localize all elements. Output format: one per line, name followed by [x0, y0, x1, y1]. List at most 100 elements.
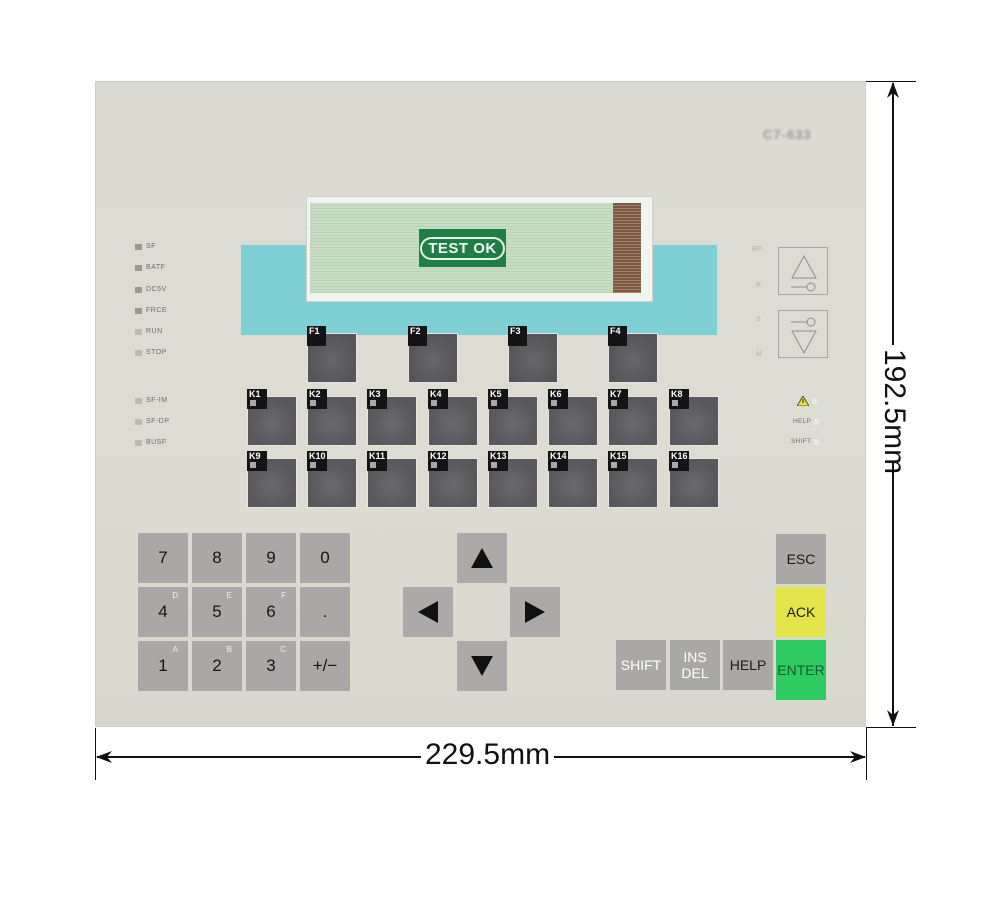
arrow-up-icon: [471, 548, 493, 568]
led-icon: [431, 400, 437, 406]
k4-key[interactable]: K4: [428, 389, 478, 446]
led-icon: [672, 400, 678, 406]
led-icon: [370, 462, 376, 468]
lcd-ribbon-connector: [613, 203, 641, 293]
key-9[interactable]: 9: [246, 533, 296, 583]
led-icon: [135, 397, 142, 404]
arrow-left-icon: [418, 601, 438, 623]
led-batf: BATF: [135, 264, 165, 271]
mode-label-r: R: [756, 282, 762, 289]
k9-key[interactable]: K9: [247, 451, 297, 508]
k16-key[interactable]: K16: [669, 451, 719, 508]
f1-key[interactable]: F1: [307, 326, 357, 383]
k12-key[interactable]: K12: [428, 451, 478, 508]
k14-key[interactable]: K14: [548, 451, 598, 508]
width-dimension-label: 229.5mm: [421, 738, 555, 772]
indicator-shift: SHIFT: [791, 438, 820, 445]
esc-key[interactable]: ESC: [776, 534, 826, 584]
k5-key[interactable]: K5: [488, 389, 538, 446]
led-sf: SF: [135, 243, 156, 250]
mode-label-s: S: [756, 316, 761, 323]
arrow-down-key[interactable]: [457, 641, 507, 691]
k2-key[interactable]: K2: [307, 389, 357, 446]
f2-key[interactable]: F2: [408, 326, 458, 383]
k6-key[interactable]: K6: [548, 389, 598, 446]
led-icon: [135, 328, 142, 335]
triangle-up-key-icon: [791, 254, 817, 292]
arrow-right-key[interactable]: [510, 587, 560, 637]
led-icon: [135, 439, 142, 446]
led-icon: [310, 400, 316, 406]
led-icon: [672, 462, 678, 468]
indicator-warning: [797, 396, 817, 406]
arrow-right-icon: [525, 601, 545, 623]
arrow-down-icon: [471, 656, 493, 676]
k8-key[interactable]: K8: [669, 389, 719, 446]
dim-tick-right: [866, 728, 867, 780]
k7-key[interactable]: K7: [608, 389, 658, 446]
led-icon: [370, 400, 376, 406]
k10-key[interactable]: K10: [307, 451, 357, 508]
key-8[interactable]: 8: [192, 533, 242, 583]
warning-icon: [797, 396, 809, 406]
k15-key[interactable]: K15: [608, 451, 658, 508]
mode-label-rp: RP: [752, 246, 762, 253]
key-0[interactable]: 0: [300, 533, 350, 583]
test-ok-sticker: TEST OK: [419, 229, 506, 267]
led-icon: [491, 462, 497, 468]
arrow-right-icon: [850, 751, 866, 763]
indicator-help: HELP: [793, 418, 820, 425]
k11-key[interactable]: K11: [367, 451, 417, 508]
f3-key[interactable]: F3: [508, 326, 558, 383]
led-icon: [310, 462, 316, 468]
k1-key[interactable]: K1: [247, 389, 297, 446]
arrow-up-key[interactable]: [457, 533, 507, 583]
arrow-down-icon: [887, 710, 899, 726]
ack-key[interactable]: ACK: [776, 587, 826, 637]
height-dimension-label: 192.5mm: [877, 345, 911, 474]
mode-up-key[interactable]: [778, 247, 828, 295]
led-run: RUN: [135, 328, 163, 335]
dim-tick-top: [866, 81, 916, 82]
arrow-left-key[interactable]: [403, 587, 453, 637]
key-7[interactable]: 7: [138, 533, 188, 583]
led-icon: [135, 418, 142, 425]
led-busf: BUSF: [135, 439, 167, 446]
test-ok-text: TEST OK: [420, 236, 505, 260]
led-icon: [135, 349, 142, 356]
led-icon: [250, 400, 256, 406]
k3-key[interactable]: K3: [367, 389, 417, 446]
key-plus-minus[interactable]: +/−: [300, 641, 350, 691]
led-icon: [551, 462, 557, 468]
mode-down-key[interactable]: [778, 310, 828, 358]
led-icon: [250, 462, 256, 468]
led-frce: FRCE: [135, 307, 167, 314]
mode-label-m: M: [756, 351, 762, 358]
enter-key[interactable]: ENTER: [776, 640, 826, 700]
ins-del-key[interactable]: INS DEL: [670, 640, 720, 690]
led-icon: [551, 400, 557, 406]
help-key[interactable]: HELP: [723, 640, 773, 690]
led-icon: [135, 286, 142, 293]
k13-key[interactable]: K13: [488, 451, 538, 508]
led-sf-dp: SF-DP: [135, 418, 170, 425]
shift-key[interactable]: SHIFT: [616, 640, 666, 690]
model-label: C7-633: [763, 127, 812, 142]
led-icon: [611, 400, 617, 406]
f4-key[interactable]: F4: [608, 326, 658, 383]
triangle-down-key-icon: [791, 317, 817, 355]
led-icon: [611, 462, 617, 468]
led-icon: [431, 462, 437, 468]
dim-tick-bottom: [866, 727, 916, 728]
key-decimal[interactable]: .: [300, 587, 350, 637]
led-icon: [135, 307, 142, 314]
led-icon: [135, 264, 142, 271]
led-icon: [135, 243, 142, 250]
led-dc5v: DC5V: [135, 286, 167, 293]
